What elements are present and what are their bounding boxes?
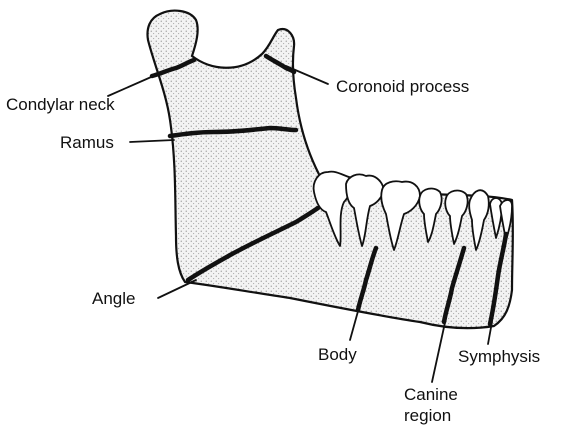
label-condylar-neck: Condylar neck [6,95,115,114]
label-canine-region-line2: region [404,406,451,425]
label-canine-region-line1: Canine [404,385,458,404]
leader-condylar-neck [108,74,158,96]
label-angle: Angle [92,289,135,308]
leader-angle [158,280,196,298]
label-ramus: Ramus [60,133,114,152]
label-body: Body [318,345,357,364]
label-symphysis: Symphysis [458,347,540,366]
mandible-outline [148,11,513,328]
leader-ramus [130,140,174,142]
label-coronoid-process: Coronoid process [336,77,469,96]
leader-canine-region [432,318,446,382]
